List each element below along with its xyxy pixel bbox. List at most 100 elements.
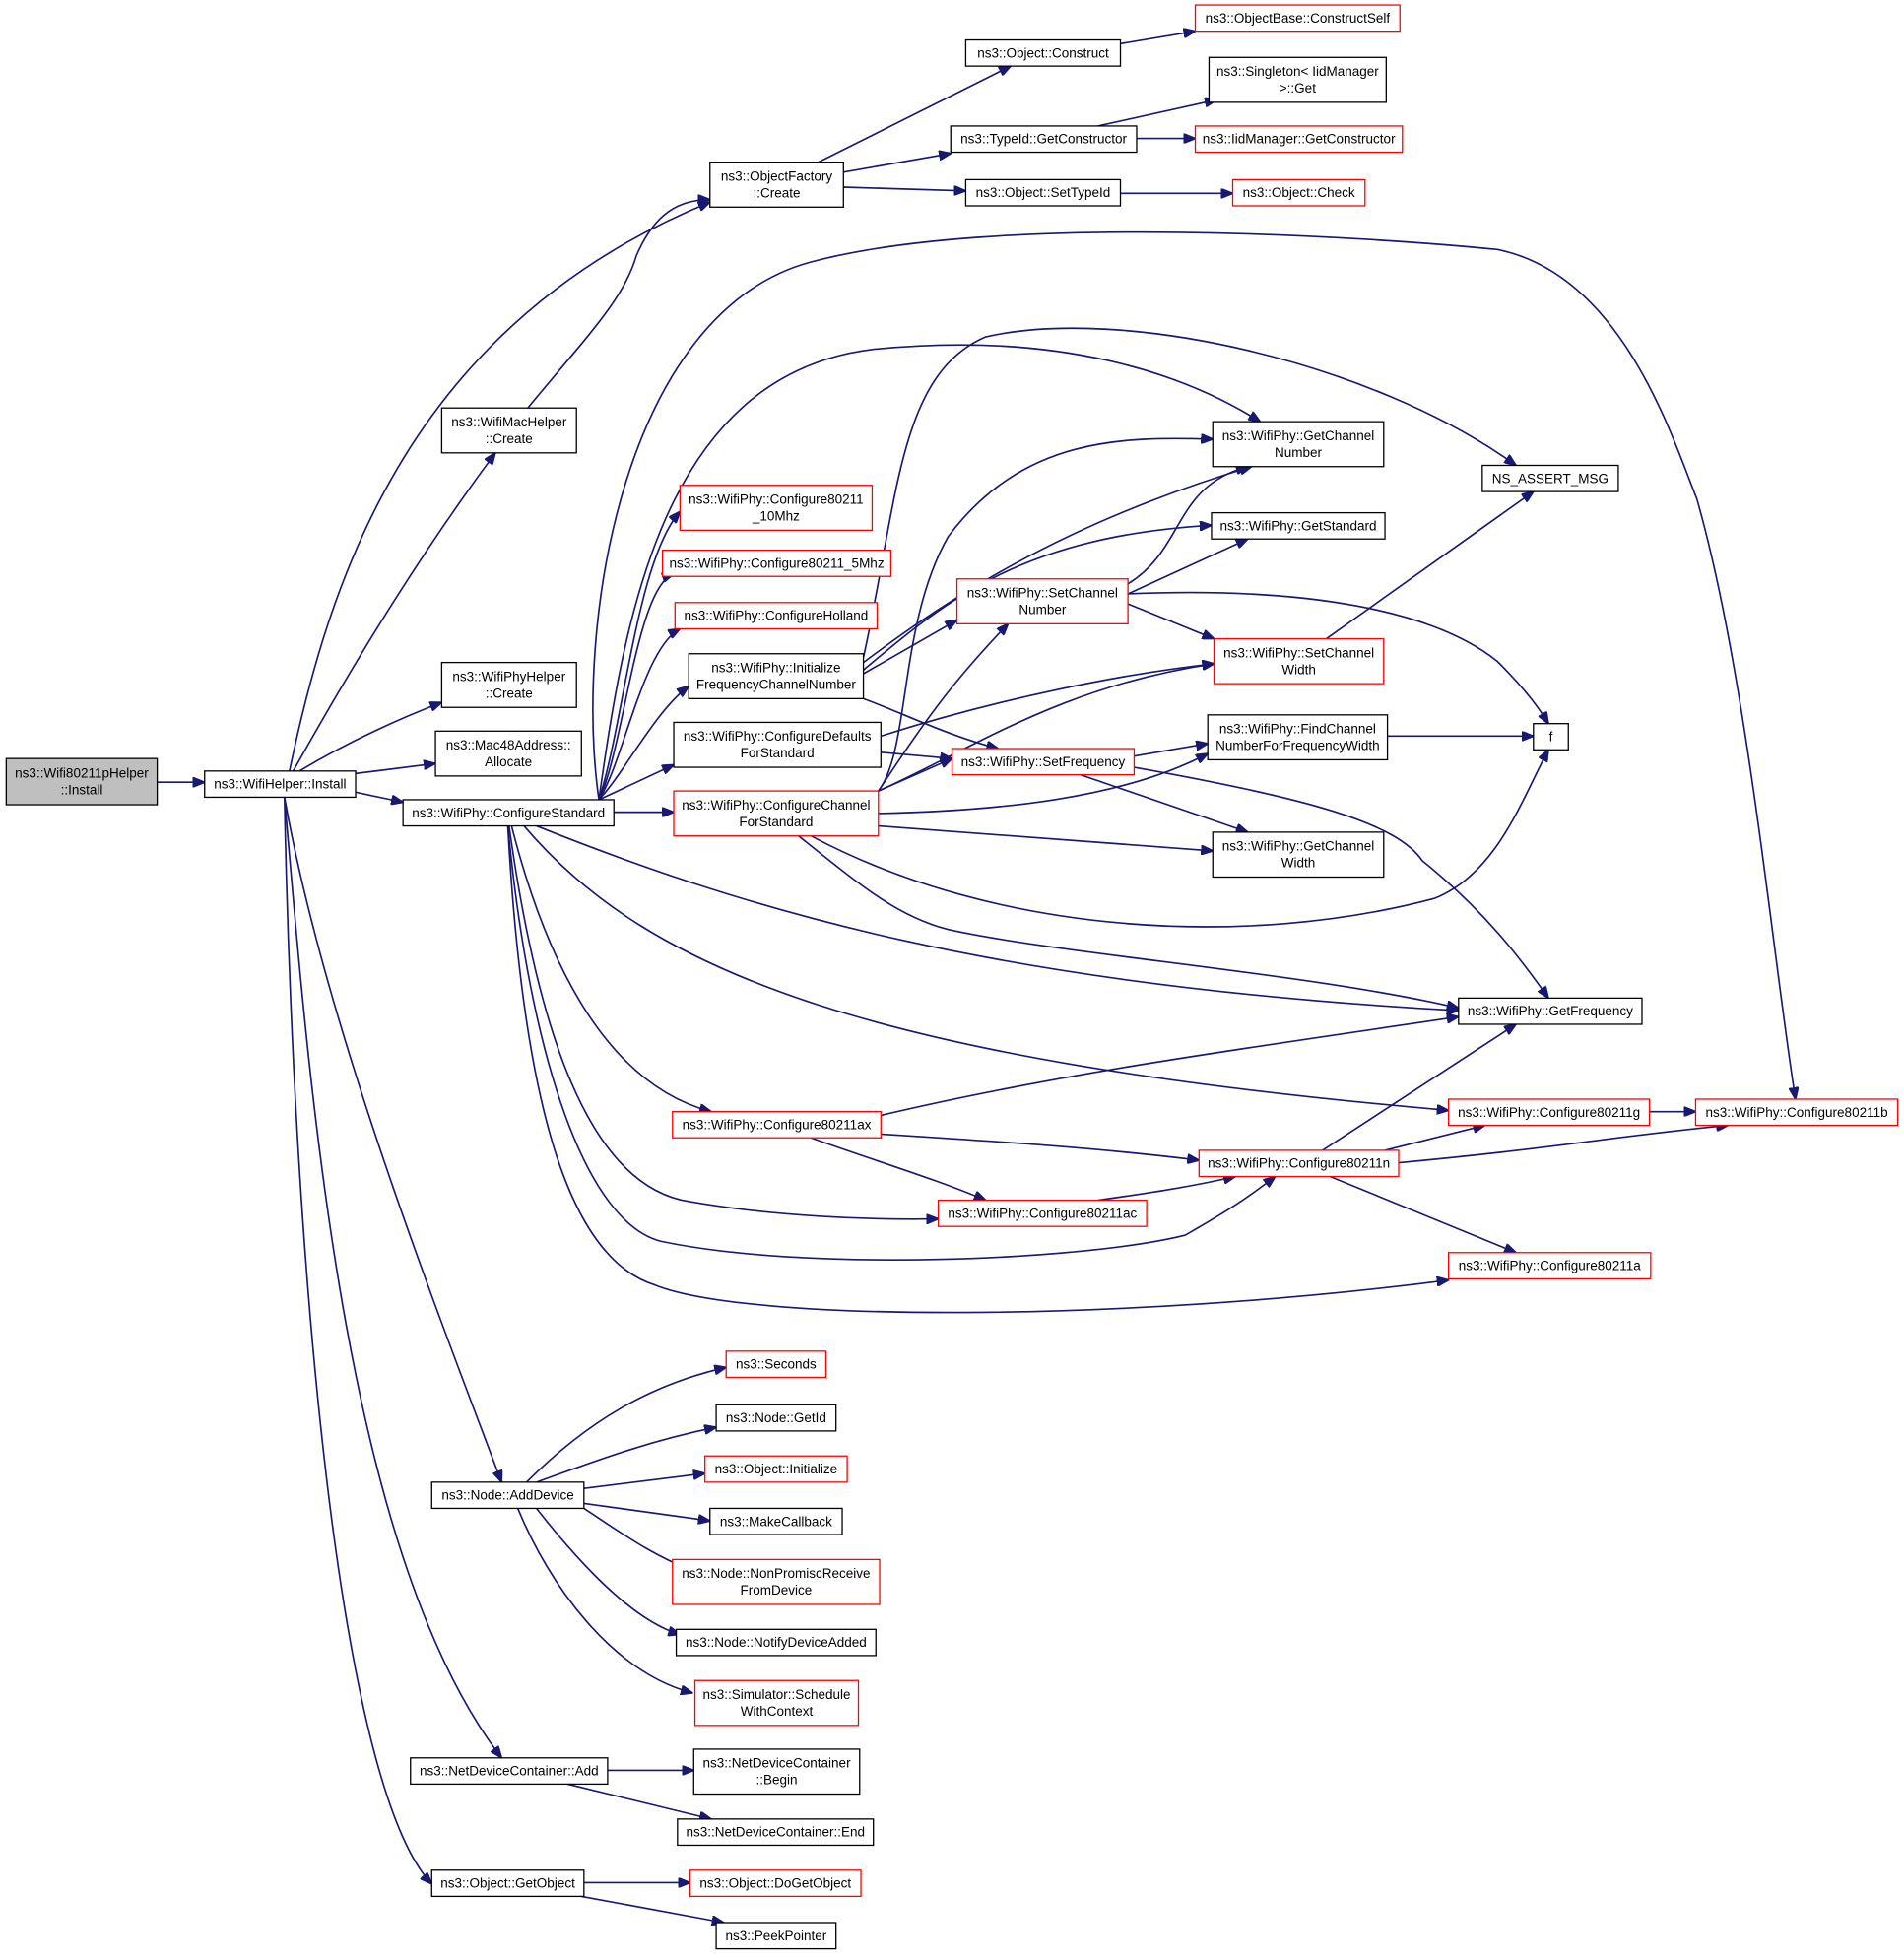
function-node-cfg-ax[interactable]: ns3::WifiPhy::Configure80211ax [672, 1110, 882, 1139]
node-box [950, 125, 1138, 154]
function-node-wifimachelper-create[interactable]: ns3::WifiMacHelper::Create [440, 407, 577, 454]
function-node-ns-assert-msg[interactable]: NS_ASSERT_MSG [1481, 464, 1619, 492]
function-node-mac48-allocate[interactable]: ns3::Mac48Address::Allocate [434, 730, 582, 777]
function-node-set-frequency[interactable]: ns3::WifiPhy::SetFrequency [951, 748, 1136, 776]
node-box [955, 578, 1129, 625]
function-node-object-getobject[interactable]: ns3::Object::GetObject [430, 1869, 585, 1898]
function-node-object-construct[interactable]: ns3::Object::Construct [964, 38, 1122, 67]
call-arrow [283, 797, 501, 1481]
call-arrow [283, 797, 501, 1757]
call-edge-cfg_n-to-cfg_a [1330, 1175, 1516, 1253]
function-node-cfg-n[interactable]: ns3::WifiPhy::Configure80211n [1198, 1149, 1400, 1178]
call-arrow [1128, 591, 1548, 724]
function-node-f[interactable]: f [1533, 723, 1569, 751]
function-node-node-adddevice[interactable]: ns3::Node::AddDevice [430, 1481, 585, 1510]
node-label: ns3::MakeCallback [720, 1514, 832, 1529]
call-edge-cfg_channel-to-get_channel_width [878, 824, 1213, 851]
node-label: ns3::Object::Initialize [715, 1462, 838, 1476]
function-node-cfg-ac[interactable]: ns3::WifiPhy::Configure80211ac [937, 1199, 1148, 1227]
call-edge-configurestandard-to-cfg_b [592, 230, 1796, 1099]
call-arrow [536, 1427, 716, 1483]
function-node-object-initialize[interactable]: ns3::Object::Initialize [704, 1455, 848, 1483]
call-arrow [1384, 1126, 1484, 1151]
function-node-cfg-10mhz[interactable]: ns3::WifiPhy::Configure80211_10Mhz [679, 485, 874, 532]
call-arrow [598, 686, 689, 801]
call-edge-set_channel_number-to-f [1128, 591, 1548, 724]
node-box [675, 1628, 877, 1657]
call-arrow [863, 467, 1252, 664]
function-node-cfg-holland[interactable]: ns3::WifiPhy::ConfigureHolland [674, 602, 879, 630]
function-node-ndc-add[interactable]: ns3::NetDeviceContainer::Add [410, 1757, 609, 1786]
node-box [679, 485, 874, 532]
node-box [693, 1679, 860, 1727]
node-label: ::Install [61, 783, 103, 798]
node-box [1448, 1252, 1652, 1280]
function-node-singleton-get[interactable]: ns3::Singleton< IidManager>::Get [1208, 56, 1387, 103]
call-arrow [598, 628, 680, 801]
node-box [715, 1404, 837, 1432]
node-label: ns3::NetDeviceContainer [702, 1756, 851, 1771]
function-node-get-frequency[interactable]: ns3::WifiPhy::GetFrequency [1458, 997, 1643, 1025]
function-node-ndc-end[interactable]: ns3::NetDeviceContainer::End [677, 1818, 875, 1847]
function-node-object-check[interactable]: ns3::Object::Check [1231, 178, 1366, 207]
node-box [709, 1507, 843, 1535]
node-box [1448, 1098, 1651, 1127]
function-node-cfg-channel[interactable]: ns3::WifiPhy::ConfigureChannelForStandar… [673, 790, 880, 837]
function-node-wifiphyhelper-create[interactable]: ns3::WifiPhyHelper::Create [440, 661, 577, 708]
node-label: ns3::PeekPointer [725, 1928, 826, 1943]
call-arrow [567, 1783, 711, 1818]
call-edge-configurestandard-to-cfg_ac [508, 825, 939, 1219]
function-node-objectbase-constructself[interactable]: ns3::ObjectBase::ConstructSelf [1194, 4, 1401, 33]
function-node-cfg-defaults[interactable]: ns3::WifiPhy::ConfigureDefaultsForStanda… [673, 721, 882, 768]
call-edge-ndc_add-to-ndc_end [567, 1783, 711, 1818]
node-label: ns3::WifiPhy::ConfigureHolland [684, 609, 868, 623]
node-label: ns3::WifiHelper::Install [214, 777, 346, 792]
node-label: ::Create [486, 431, 533, 446]
function-node-object-dogetobject[interactable]: ns3::Object::DoGetObject [689, 1869, 862, 1898]
function-node-objectfactory-create[interactable]: ns3::ObjectFactory::Create [709, 162, 844, 208]
node-label: ns3::Seconds [736, 1357, 817, 1372]
node-label: NS_ASSERT_MSG [1492, 471, 1609, 486]
function-node-cfg-5mhz[interactable]: ns3::WifiPhy::Configure80211_5Mhz [661, 549, 892, 577]
call-arrow [1080, 773, 1248, 832]
call-edge-init_freqchan-to-get_standard [863, 525, 1212, 671]
function-node-makecallback[interactable]: ns3::MakeCallback [709, 1507, 843, 1535]
function-node-cfg-b[interactable]: ns3::WifiPhy::Configure80211b [1694, 1098, 1899, 1127]
function-node-init-freqchan[interactable]: ns3::WifiPhy::InitializeFrequencyChannel… [688, 653, 865, 700]
node-box [672, 1110, 882, 1139]
call-arrow [811, 1137, 985, 1200]
function-node-ndc-begin[interactable]: ns3::NetDeviceContainer::Begin [692, 1748, 861, 1796]
node-label: ns3::Mac48Address:: [446, 738, 571, 752]
function-node-configurestandard[interactable]: ns3::WifiPhy::ConfigureStandard [402, 799, 615, 827]
function-node-get-standard[interactable]: ns3::WifiPhy::GetStandard [1211, 511, 1386, 540]
node-box [1458, 997, 1643, 1025]
node-label: FromDevice [741, 1583, 813, 1598]
function-node-cfg-g[interactable]: ns3::WifiPhy::Configure80211g [1448, 1098, 1651, 1127]
function-node-find-channel[interactable]: ns3::WifiPhy::FindChannelNumberForFreque… [1207, 714, 1389, 761]
call-arrow [523, 825, 1449, 1111]
call-edge-node_adddevice-to-node_getid [536, 1427, 716, 1483]
call-edge-cfg_channel-to-set_channel_number [878, 623, 1009, 792]
node-label: ns3::WifiPhy::Configure80211ac [948, 1206, 1137, 1220]
call-edge-wifihelper_install-to-ndc_add [283, 797, 501, 1757]
function-node-cfg-a[interactable]: ns3::WifiPhy::Configure80211a [1448, 1252, 1652, 1280]
function-node-node-getid[interactable]: ns3::Node::GetId [715, 1404, 837, 1432]
call-edge-node_adddevice-to-makecallback [583, 1502, 710, 1521]
call-arrow [1134, 766, 1548, 998]
function-node-typeid-getconstructor[interactable]: ns3::TypeId::GetConstructor [950, 125, 1138, 154]
call-arrow [510, 825, 711, 1112]
function-node-node-notify[interactable]: ns3::Node::NotifyDeviceAdded [675, 1628, 877, 1657]
function-node-wifihelper-install[interactable]: ns3::WifiHelper::Install [204, 770, 357, 799]
node-label: WithContext [741, 1704, 814, 1719]
function-node-iidmanager-getconstructor[interactable]: ns3::IidManager::GetConstructor [1194, 125, 1404, 154]
function-node-peekpointer[interactable]: ns3::PeekPointer [715, 1922, 837, 1950]
function-node-object-settypeid[interactable]: ns3::Object::SetTypeId [964, 178, 1122, 207]
function-node-seconds[interactable]: ns3::Seconds [725, 1350, 827, 1379]
call-edge-node_adddevice-to-object_initialize [583, 1473, 705, 1490]
